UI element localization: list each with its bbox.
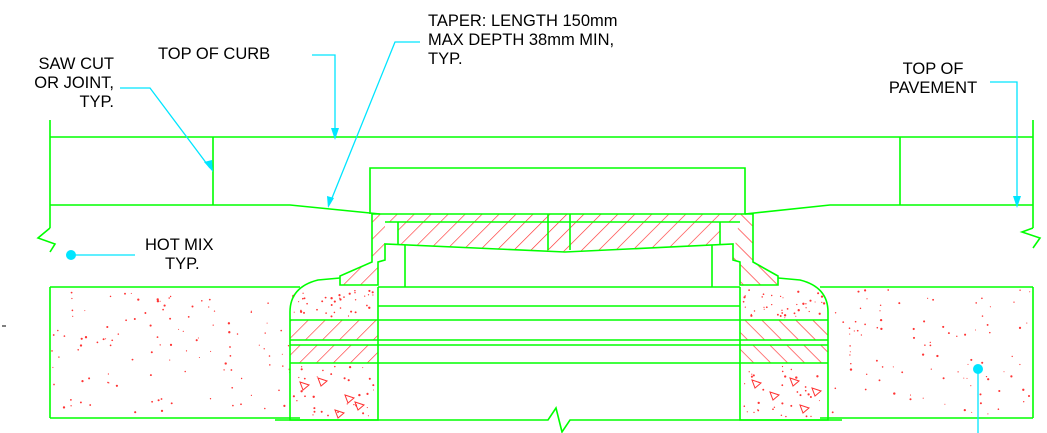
hot-mix-line-2: TYP. [165,255,200,273]
top-of-pavement-label: TOP OF PAVEMENT [880,60,986,98]
concrete-speckle-fill [51,289,1031,419]
top-of-pavement-line-2: PAVEMENT [888,79,978,97]
taper-line-1: TAPER: LENGTH 150mm [428,12,618,30]
top-of-curb-text: TOP OF CURB [158,45,271,63]
hot-mix-line-1: HOT MIX [145,236,214,254]
saw-cut-label: SAW CUT OR JOINT, TYP. [14,55,114,112]
leader-lines [73,41,1018,433]
taper-line-2: MAX DEPTH 38mm MIN, [428,31,615,49]
saw-cut-line-2: OR JOINT, [34,74,114,92]
taper-line-3: TYP. [428,50,463,68]
hatched-manhole-frame [340,214,778,285]
leader-arrowheads [66,128,1021,374]
section-linework [36,120,1042,433]
hatched-adjustment-rings [290,320,828,363]
saw-cut-line-3: TYP. [79,93,114,111]
saw-cut-line-1: SAW CUT [38,55,114,73]
taper-label: TAPER: LENGTH 150mm MAX DEPTH 38mm MIN, … [428,12,617,69]
top-of-curb-label: TOP OF CURB [158,45,270,64]
hot-mix-label: HOT MIX TYP. [145,236,213,274]
top-of-pavement-line-1: TOP OF [902,60,964,78]
